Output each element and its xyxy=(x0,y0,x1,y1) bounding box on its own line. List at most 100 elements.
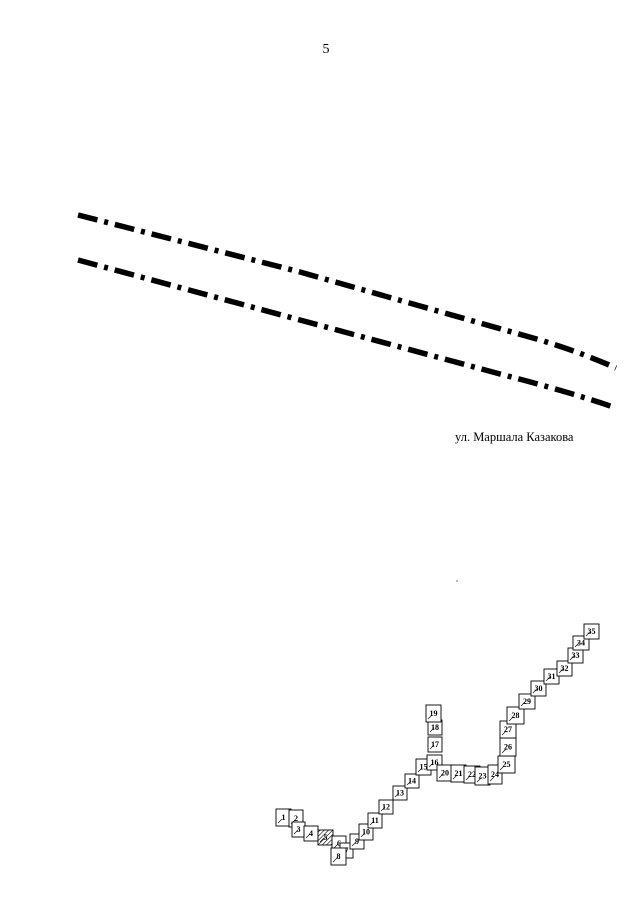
land-plot-mark xyxy=(428,762,434,768)
land-plot-mark xyxy=(465,775,471,781)
land-plot-number: 23 xyxy=(479,771,487,780)
land-plot-number: 5 xyxy=(324,833,328,842)
land-plot: 13 xyxy=(392,785,408,801)
land-plot: 14 xyxy=(404,773,420,789)
land-plot: 32 xyxy=(556,660,573,677)
land-plot: 29 xyxy=(518,693,536,710)
land-plot: 30 xyxy=(530,680,547,697)
land-plot-number: 13 xyxy=(396,788,404,797)
land-plot-outline xyxy=(425,704,442,723)
page-number: 5 xyxy=(322,42,330,57)
land-plot-mark xyxy=(394,792,400,798)
land-plot-outline xyxy=(543,668,560,685)
land-plot-outline xyxy=(583,623,600,640)
land-plot: 25 xyxy=(497,755,516,774)
land-plot-number: 3 xyxy=(297,825,301,834)
land-plot-outline xyxy=(556,660,573,677)
land-plot-mark xyxy=(508,716,514,722)
land-plot: 31 xyxy=(543,668,560,685)
land-plot-mark xyxy=(501,730,507,736)
land-plot-mark xyxy=(574,642,580,648)
land-plot-mark xyxy=(333,843,339,849)
land-plot-number: 21 xyxy=(455,769,463,778)
land-plot-number: 6 xyxy=(337,839,341,848)
land-plot-mark xyxy=(427,714,433,720)
land-plot-mark xyxy=(293,829,299,835)
land-plot: 17 xyxy=(427,736,443,753)
land-plot-mark xyxy=(332,857,338,863)
land-plot-number: 4 xyxy=(309,829,313,838)
land-plot: 19 xyxy=(425,704,442,723)
land-plot: 3 xyxy=(291,821,306,838)
land-plot: 35 xyxy=(583,623,600,640)
land-plot-outline xyxy=(404,773,420,789)
land-plot: 11 xyxy=(367,812,383,829)
land-plot: 34 xyxy=(572,635,590,651)
land-plot-number: 14 xyxy=(408,776,416,785)
land-plot-number: 30 xyxy=(535,684,543,693)
road-boundary-upper xyxy=(77,212,618,371)
land-plot-outline xyxy=(378,799,394,815)
land-plot-outline xyxy=(530,680,547,697)
land-plot-outline xyxy=(572,635,590,651)
road-boundary-lower xyxy=(77,257,617,411)
land-plot-number: 17 xyxy=(431,740,439,749)
land-plot-number: 11 xyxy=(371,816,379,825)
land-plot-number: 1 xyxy=(282,813,286,822)
land-plot-mark xyxy=(369,820,375,826)
land-plot-mark xyxy=(558,668,564,674)
land-plot-mark xyxy=(438,773,444,779)
land-plot-mark xyxy=(585,631,591,637)
land-plot-mark xyxy=(429,744,435,750)
land-plot-number: 32 xyxy=(561,664,569,673)
land-plot-mark xyxy=(429,727,435,733)
land-plot-number: 28 xyxy=(512,711,520,720)
land-plot-number: 25 xyxy=(503,760,511,769)
land-plot-number: 16 xyxy=(431,758,439,767)
land-plot-mark xyxy=(277,818,283,824)
land-plot-outline xyxy=(506,706,525,725)
land-plot-number: 8 xyxy=(337,852,341,861)
land-plot-mark xyxy=(532,688,538,694)
land-plot-mark xyxy=(417,767,423,773)
land-plot: 5 xyxy=(317,829,334,846)
land-plot-outline xyxy=(367,812,383,829)
land-plot-number: 18 xyxy=(431,723,439,732)
land-plot-number: 10 xyxy=(362,827,370,836)
land-plot-mark xyxy=(489,776,495,782)
land-plot-number: 2 xyxy=(294,814,298,823)
land-plot-number: 29 xyxy=(523,697,531,706)
land-plot-mark xyxy=(351,841,357,847)
land-plot: 21 xyxy=(450,764,467,783)
land-plot-mark xyxy=(569,655,575,661)
land-plot-number: 34 xyxy=(577,638,585,647)
land-plot-mark xyxy=(305,833,311,839)
land-plot-number: 15 xyxy=(420,762,428,771)
land-plot: 28 xyxy=(506,706,525,725)
land-plot-number: 24 xyxy=(491,770,499,779)
land-plot-mark xyxy=(360,832,366,838)
land-plot-number: 33 xyxy=(572,651,580,660)
land-plot-mark xyxy=(499,765,505,771)
land-plot-number: 22 xyxy=(468,770,476,779)
land-plot-mark xyxy=(319,837,325,843)
land-plot-mark xyxy=(520,701,526,707)
land-plot-number: 20 xyxy=(441,768,449,777)
land-plot-outline xyxy=(392,785,408,801)
land-plot-mark xyxy=(406,780,412,786)
land-plot: 26 xyxy=(499,737,517,757)
land-plot: 8 xyxy=(330,847,347,866)
land-plot-number: 31 xyxy=(548,672,556,681)
land-plot-mark xyxy=(545,676,551,682)
street-label: ул. Маршала Казакова xyxy=(455,430,574,444)
land-plot-number: 26 xyxy=(504,742,512,751)
land-plot: 12 xyxy=(378,799,394,815)
map-dot xyxy=(456,580,458,582)
land-plot-mark xyxy=(501,748,507,754)
land-plot: 4 xyxy=(303,825,319,842)
land-plot-number: 7 xyxy=(345,846,349,855)
land-plot-mark xyxy=(452,774,458,780)
land-plot-outline xyxy=(330,847,347,866)
